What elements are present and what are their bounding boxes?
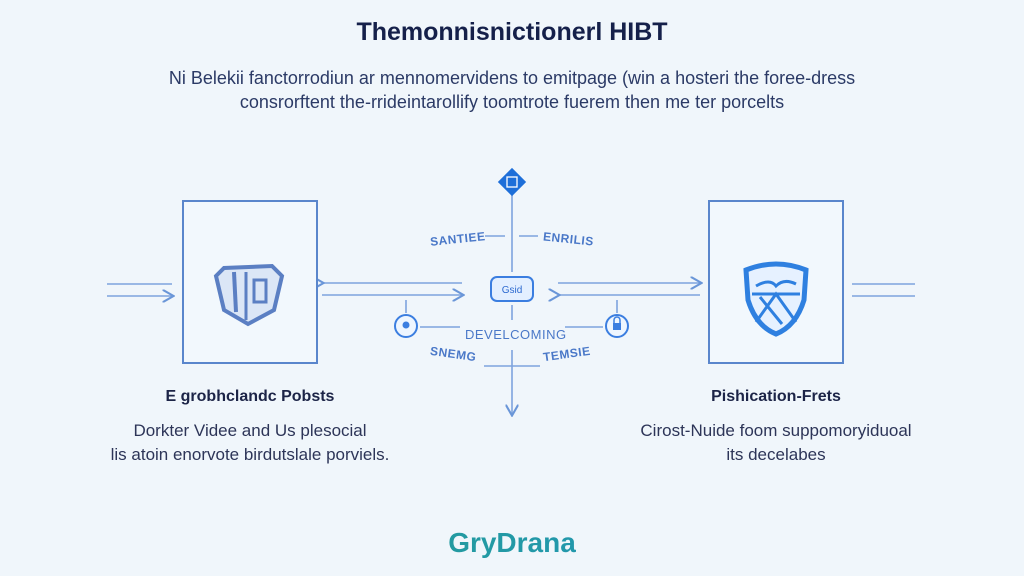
left-panel-description: Dorkter Videe and Us plesocial lis atoin… xyxy=(80,419,420,467)
left-panel-box xyxy=(182,200,318,364)
brand-logo: GryDrana xyxy=(0,527,1024,559)
left-desc-line-1: Dorkter Videe and Us plesocial xyxy=(133,421,367,440)
left-panel-caption: E grobhclandc Pobsts xyxy=(165,388,335,405)
shield-crest-icon xyxy=(743,261,809,337)
building-shield-icon xyxy=(213,263,285,327)
right-desc-line-2: its decelabes xyxy=(726,445,826,464)
subtitle-line-2: consrorftent the-rrideintarollify toomtr… xyxy=(239,92,785,112)
subtitle-line-1: Ni Belekii fanctorrodiun ar mennomervide… xyxy=(168,68,856,88)
document-diamond xyxy=(497,167,527,197)
right-panel-caption: Pishication-Frets xyxy=(711,388,841,405)
document-icon xyxy=(506,176,518,188)
left-desc-line-2: lis atoin enorvote birdutslale porviels. xyxy=(110,445,390,464)
right-desc-line-1: Cirost-Nuide foom suppomoryiduoal xyxy=(640,421,912,440)
chip-icon xyxy=(490,276,534,302)
subtitle: Ni Belekii fanctorrodiun ar mennomervide… xyxy=(100,66,924,114)
right-panel-box xyxy=(708,200,844,364)
right-panel-description: Cirost-Nuide foom suppomoryiduoal its de… xyxy=(596,419,956,467)
page-title: Themonnisnictionerl HIBT xyxy=(356,18,668,46)
chip-label: Gsid xyxy=(502,285,523,296)
label-center: DEVELCOMING xyxy=(465,327,567,342)
